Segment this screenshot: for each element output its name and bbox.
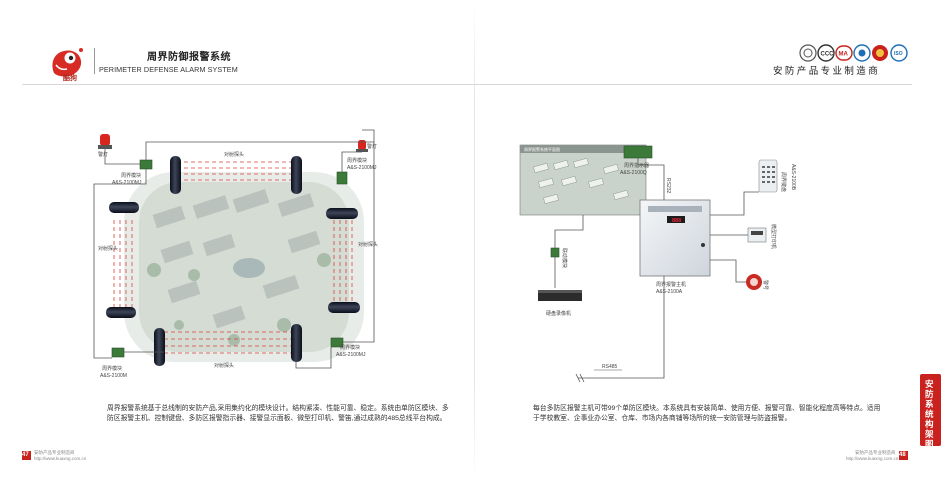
beam-top-label: 对射探头 <box>224 151 244 158</box>
page-title: 周界防御报警系统 <box>147 52 231 63</box>
map-caption: 周界报警系统平面图 <box>524 146 560 152</box>
svg-text:ISO: ISO <box>894 51 903 57</box>
recorder-label: 硬盘录像机 <box>546 310 571 317</box>
description-right: 每台多防区报警主机可带99个单防区模块。本系统具有安装简单、使用方便、报警可靠、… <box>533 405 881 422</box>
alarm-host-icon <box>639 199 711 277</box>
warning-light-icon <box>98 134 368 152</box>
description-left: 周界报警系统基于总线制的安防产品,采用集约化的模块设计。结构紧凑、性能可靠、稳定… <box>107 405 449 422</box>
cert-icon-1 <box>799 44 817 62</box>
page-number-right: 48 <box>899 452 906 458</box>
dvr-icon <box>538 290 582 301</box>
beam-top <box>184 161 292 181</box>
footer-right-cn: 安防产品专业制造商 <box>855 450 896 455</box>
keyboard-label: 周界键盘 <box>780 172 787 192</box>
ccc-icon: CCC <box>817 44 835 62</box>
logo-divider <box>94 48 95 74</box>
footer-left-cn: 安防产品专业制造商 <box>34 450 75 455</box>
iso-icon: ISO <box>890 44 908 62</box>
beam-detector-icon <box>106 156 360 366</box>
module-top-left-label: 周界模块 <box>121 172 141 179</box>
keypad-icon <box>758 159 778 193</box>
indicator-label: 周界指示器 <box>624 162 649 169</box>
printer-label: 微型打印机 <box>770 224 777 249</box>
beam-bottom <box>164 331 292 354</box>
rs232-label: RS232 <box>665 178 671 194</box>
warning-light-left-label: 警灯 <box>98 151 108 158</box>
linkage-module-icon <box>550 247 560 258</box>
footer-left-url: http://www.kuaxng.com.cn <box>34 456 87 461</box>
svg-text:MA: MA <box>839 52 849 58</box>
siren-icon <box>746 274 762 290</box>
host-display: 888 <box>672 218 681 224</box>
footer-right-url: http://www.kuaxng.com.cn <box>846 456 899 461</box>
printer-icon <box>747 227 767 243</box>
quality-icon <box>853 44 871 62</box>
rs485-marker <box>575 369 622 383</box>
rs485-label: RS485 <box>602 364 618 370</box>
bus-wiring-left <box>93 129 375 369</box>
linkage-label: 联动模块 <box>561 248 568 268</box>
module-bottom-left-label: 周界模块 <box>102 365 122 372</box>
page-number-left: 47 <box>22 452 29 458</box>
module-top-right-model: A&S-2100MJ <box>347 165 377 171</box>
brand-name: 酷狗 <box>63 75 77 82</box>
dog-logo-icon <box>52 48 83 77</box>
host-label: 周界报警主机 <box>656 281 686 288</box>
module-bottom-right-label: 周界模块 <box>340 344 360 351</box>
page-subtitle: PERIMETER DEFENSE ALARM SYSTEM <box>99 65 238 74</box>
warning-light-right-label: 警灯 <box>367 143 377 150</box>
certification-logos: CCC MA ISO <box>799 44 908 62</box>
residential-site-photo <box>124 172 364 362</box>
section-tab-label: 安防系统构架图 <box>925 379 934 449</box>
indicator-model: A&S-2100Q <box>620 170 647 176</box>
system-architecture-diagram: 警灯 警灯 周界模块 A&S-2100MJ 周界模块 A&S-2100MJ 周界… <box>93 129 796 383</box>
host-model: A&S-2100A <box>656 289 683 295</box>
keyboard-model: A&S-2100B <box>790 164 796 191</box>
beam-right-label: 对射探头 <box>358 241 378 248</box>
module-bottom-left-model: A&S-2100M <box>100 373 127 379</box>
bus-wiring-right <box>554 158 759 379</box>
beam-left <box>113 220 133 308</box>
module-top-left-model: A&S-2100MJ <box>112 180 142 186</box>
module-top-right-label: 周界模块 <box>347 157 367 164</box>
slogan: 安防产品专业制造商 <box>773 66 881 77</box>
indicator-module-icon <box>623 145 653 159</box>
siren-label: 警号 <box>762 280 769 290</box>
header-divider <box>22 84 912 85</box>
beam-right <box>333 220 353 308</box>
svg-text:CCC: CCC <box>821 52 835 58</box>
page-spine <box>474 0 475 483</box>
section-tab: 安防系统构架图 <box>920 374 941 449</box>
page-number-left-marker <box>22 451 31 460</box>
cma-icon: MA <box>835 45 853 61</box>
beam-left-label: 对射探头 <box>98 245 118 252</box>
module-bottom-right-model: A&S-2100MJ <box>336 352 366 358</box>
page-number-right-marker <box>899 451 908 460</box>
award-icon <box>872 45 888 61</box>
beam-bottom-label: 对射探头 <box>214 362 234 369</box>
